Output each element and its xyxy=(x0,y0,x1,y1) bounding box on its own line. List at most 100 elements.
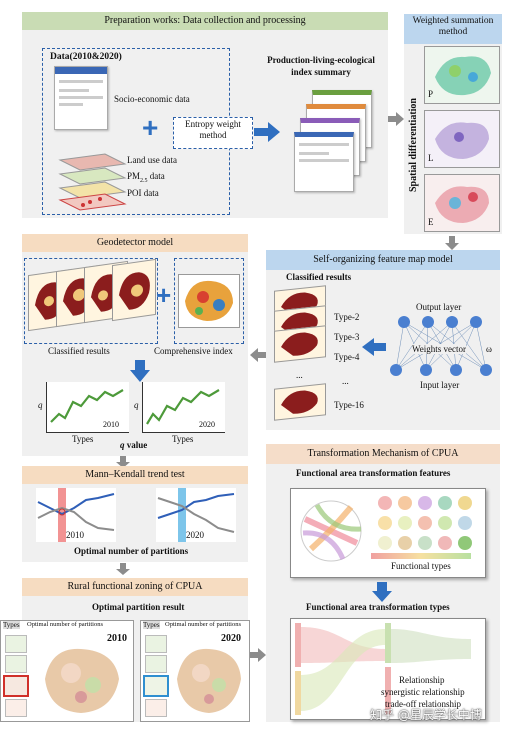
q-chart-2020: 2020 xyxy=(142,382,225,433)
map-p-label: P xyxy=(428,89,434,99)
zoning-2020-thumb-1 xyxy=(145,635,167,653)
tradeoff-label: trade-off relationship xyxy=(385,699,462,709)
arrow-to-transform-icon xyxy=(250,648,266,662)
som-map-type4 xyxy=(274,325,326,363)
comprehensive-index-label: Comprehensive index xyxy=(154,346,233,356)
entropy-label: Entropy weight method xyxy=(185,119,241,140)
preparation-panel: Preparation works: Data collection and p… xyxy=(22,12,388,218)
summary-label: Production-living-ecological index summa… xyxy=(267,55,375,77)
types-label: Functional area transformation types xyxy=(306,602,450,612)
output-layer-label: Output layer xyxy=(416,302,462,312)
mk-chart-2020-year: 2020 xyxy=(186,530,204,540)
q-axis-label-2010: q xyxy=(38,400,43,410)
entropy-box xyxy=(173,117,253,149)
arrow-to-weighted-icon xyxy=(388,112,404,126)
map-e: E xyxy=(424,174,500,232)
summary-doc-4 xyxy=(294,132,354,192)
weighted-title: Weighted summation method xyxy=(404,14,502,44)
zoning-2010-optimal: Optimal number of partitions xyxy=(27,621,104,628)
types-axis-label-2010: Types xyxy=(72,434,94,444)
arrow-right-icon xyxy=(254,122,280,142)
som-panel: Self-organizing feature map model Classi… xyxy=(266,250,500,430)
type2-label: Type-2 xyxy=(334,312,360,322)
transform-title: Transformation Mechanism of CPUA xyxy=(266,444,500,464)
arrow-down-icon xyxy=(130,360,150,382)
mk-chart-2010-year: 2010 xyxy=(66,530,84,540)
ellipsis-right: ... xyxy=(342,376,349,386)
classified-results-label: Classified results xyxy=(48,346,110,356)
rural-title: Rural functional zoning of CPUA xyxy=(22,578,248,596)
zoning-2020-types: Types xyxy=(143,621,160,629)
data-document-icon xyxy=(54,66,108,130)
pm25-label: PM2.5 data xyxy=(127,171,165,184)
type4-label: Type-4 xyxy=(334,352,360,362)
features-label: Functional area transformation features xyxy=(296,468,451,478)
types-box: Relationship synergistic relationship tr… xyxy=(290,618,486,720)
ellipsis-left: ... xyxy=(296,370,303,380)
geodetector-panel: Geodetector model + Classified results C… xyxy=(22,234,248,456)
socio-economic-label: Socio-economic data xyxy=(114,94,190,104)
type3-label: Type-3 xyxy=(334,332,360,342)
layer-stack-icon xyxy=(58,153,127,211)
mk-chart-2020: 2020 xyxy=(156,488,236,542)
zoning-2020-optimal: Optimal number of partitions xyxy=(165,621,242,628)
som-network-diagram xyxy=(390,316,492,376)
chord-diagram xyxy=(300,496,472,562)
zoning-2010-thumb-2 xyxy=(5,655,27,673)
arrow-left-blue-icon xyxy=(362,338,386,356)
zoning-2010-thumb-1 xyxy=(5,635,27,653)
geodetector-title: Geodetector model xyxy=(22,234,248,252)
arrow-to-geodetector-icon xyxy=(250,348,266,362)
comprehensive-map xyxy=(178,274,240,328)
pm25-suffix: data xyxy=(147,171,165,181)
q-axis-label-2020: q xyxy=(134,400,139,410)
map-e-label: E xyxy=(428,217,434,227)
classified-map-4 xyxy=(112,258,156,322)
map-p: P xyxy=(424,46,500,104)
zoning-2020-year: 2020 xyxy=(221,633,241,644)
som-title: Self-organizing feature map model xyxy=(266,250,500,270)
synergistic-label: synergistic relationship xyxy=(381,687,465,697)
plus-icon: + xyxy=(142,112,159,143)
zoning-2020-thumb-4 xyxy=(145,699,167,717)
pm25-prefix: PM xyxy=(127,171,141,181)
plus-icon-geo: + xyxy=(156,280,172,310)
comprehensive-dashed-box xyxy=(174,258,244,344)
omega-label: ω xyxy=(486,344,492,354)
type16-label: Type-16 xyxy=(334,400,364,411)
q-chart-2010-year: 2010 xyxy=(103,420,119,429)
weighted-panel: Weighted summation method Spatial differ… xyxy=(404,14,502,234)
preparation-title: Preparation works: Data collection and p… xyxy=(22,12,388,30)
mk-title: Mann–Kendall trend test xyxy=(22,466,248,484)
arrow-to-som-icon xyxy=(445,236,459,250)
mk-optimal-label: Optimal number of partitions xyxy=(74,546,189,556)
zoning-2010-map xyxy=(45,648,119,713)
map-l: L xyxy=(424,110,500,168)
mk-panel: Mann–Kendall trend test 2010 2020 Optima… xyxy=(22,466,248,562)
arrow-down-blue-icon xyxy=(372,582,392,602)
som-map-type16 xyxy=(274,383,326,421)
functional-types-label: Functional types xyxy=(391,561,451,571)
type16-text: Type-16 xyxy=(334,400,364,410)
zoning-2010: Types Optimal number of partitions 2010 xyxy=(0,620,134,722)
alluvial-diagram xyxy=(295,623,471,715)
watermark: 知乎 @星辰学长中博 xyxy=(370,708,482,722)
arrow-to-mk-icon xyxy=(116,456,130,468)
q-value-label: q value xyxy=(120,440,148,450)
map-l-label: L xyxy=(428,153,434,163)
q-chart-2010: 2010 xyxy=(46,382,129,433)
relationship-label: Relationship xyxy=(399,675,445,685)
zoning-2020-thumb-2 xyxy=(145,655,167,673)
zoning-2010-thumb-4 xyxy=(5,699,27,717)
features-box: Functional types xyxy=(290,488,486,578)
weights-vector-label: Weights vector xyxy=(412,344,467,354)
arrow-to-rural-icon xyxy=(116,563,130,575)
transform-panel: Transformation Mechanism of CPUA Functio… xyxy=(266,444,500,722)
zoning-2010-year: 2010 xyxy=(107,633,127,644)
land-use-label: Land use data xyxy=(127,155,177,165)
som-classified-label: Classified results xyxy=(286,272,352,282)
zoning-2010-thumb-3 xyxy=(3,675,29,697)
zoning-2020-thumb-3 xyxy=(143,675,169,697)
mk-chart-2010: 2010 xyxy=(36,488,116,542)
q-value-text: value xyxy=(126,440,148,450)
